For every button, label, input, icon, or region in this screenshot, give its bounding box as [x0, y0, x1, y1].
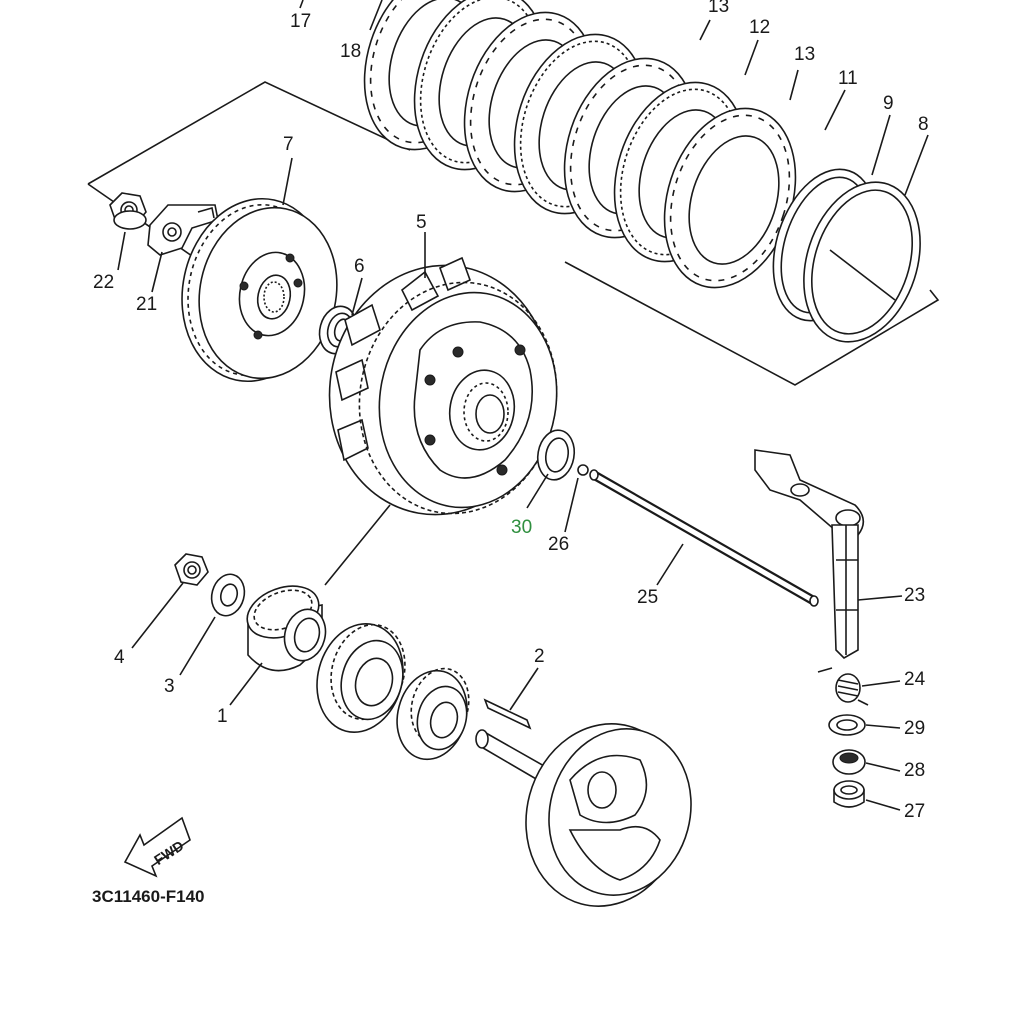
fwd-arrow-icon: FWD [123, 816, 191, 878]
bearing-28 [832, 749, 866, 775]
clutch-plate-teeth [669, 114, 791, 282]
ball-26 [577, 464, 589, 476]
part-label-2: 2 [534, 646, 545, 667]
part-label-25: 25 [637, 587, 658, 608]
push-rod-25 [589, 469, 819, 607]
part-label-11: 11 [838, 68, 858, 89]
part-label-28: 28 [904, 760, 925, 781]
part-label-13-upper: 13 [708, 0, 729, 17]
key-2 [483, 698, 532, 730]
part-label-3: 3 [164, 676, 175, 697]
diagram-code: 3C11460-F140 [92, 887, 204, 906]
driven-gear-7 [181, 197, 338, 383]
crankshaft [475, 723, 692, 907]
nut-22 [109, 192, 147, 230]
assembly-outline [87, 81, 411, 185]
part-label-8: 8 [918, 114, 929, 135]
part-label-12: 12 [749, 17, 770, 38]
clutch-plate-stack [363, 0, 797, 289]
assembly-outline-left [87, 183, 206, 266]
part-label-18: 18 [340, 41, 361, 62]
assembly-outline-right [564, 261, 940, 386]
part-label-13-lower: 13 [794, 44, 815, 65]
part-label-21: 21 [136, 294, 157, 315]
gear-right [396, 667, 470, 761]
push-lever-shaft-23 [754, 449, 865, 659]
bush-27 [833, 780, 865, 808]
washer-3 [210, 573, 246, 617]
part-label-6: 6 [354, 256, 365, 277]
part-label-27: 27 [904, 801, 925, 822]
ring-8 [803, 181, 921, 343]
gear-left [316, 622, 406, 734]
part-label-17: 17 [290, 11, 311, 32]
part-label-23: 23 [904, 585, 925, 606]
part-label-5: 5 [416, 212, 427, 233]
nut-4 [174, 553, 209, 586]
oil-seal-29 [828, 714, 866, 736]
leader-lines [117, 0, 929, 811]
part-label-9: 9 [883, 93, 894, 114]
part-label-29: 29 [904, 718, 925, 739]
part-label-24: 24 [904, 669, 926, 690]
part-label-7: 7 [283, 134, 294, 155]
part-label-4: 4 [114, 647, 125, 668]
spring-24 [817, 667, 869, 706]
part-label-26: 26 [548, 534, 569, 555]
clutch-plate-inner [688, 135, 780, 265]
clutch-boss-5 [328, 256, 558, 516]
part-label-1: 1 [217, 706, 228, 727]
drive-gear-1 [246, 585, 327, 672]
thrust-washer-30 [536, 429, 576, 481]
part-label-22: 22 [93, 272, 114, 293]
part-label-30: 30 [511, 517, 532, 538]
lock-washer-21 [147, 204, 219, 256]
